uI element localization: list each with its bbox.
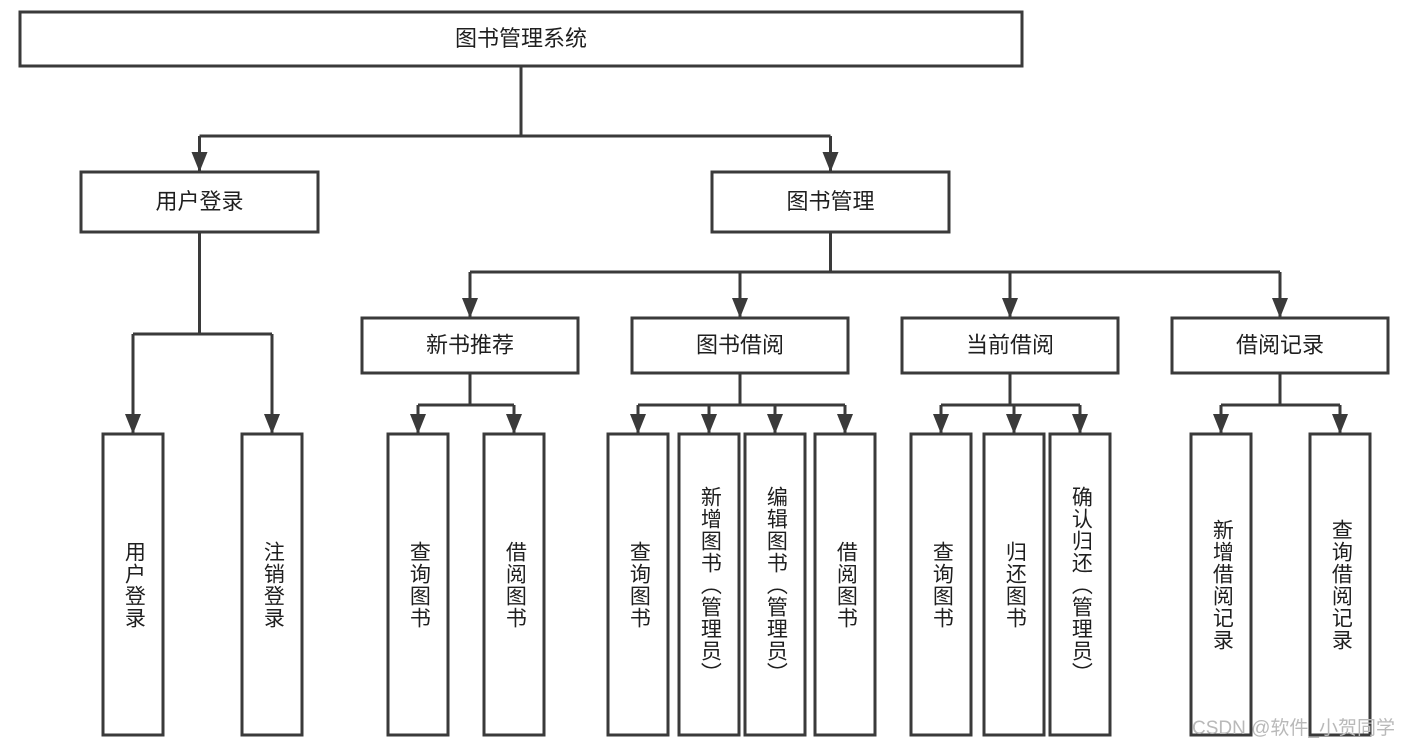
arrow-head-icon [125, 414, 141, 434]
arrow-head-icon [1002, 298, 1018, 318]
arrow-head-icon [1072, 414, 1088, 434]
node-label-borrow-records: 借阅记录 [1236, 332, 1324, 357]
arrow-head-icon [630, 414, 646, 434]
arrow-head-icon [410, 414, 426, 434]
node-box-leaf-query-record[interactable] [1308, 432, 1372, 737]
arrow-head-icon [837, 414, 853, 434]
node-box-leaf-user-login[interactable] [101, 432, 165, 737]
node-label-root: 图书管理系统 [455, 26, 587, 51]
arrow-head-icon [191, 152, 208, 172]
node-box-leaf-query-book-1[interactable] [386, 432, 450, 737]
connectors-layer [125, 66, 1348, 434]
node-boxes-layer [18, 10, 1390, 737]
node-label-user-login: 用户登录 [155, 189, 243, 214]
arrow-head-icon [1332, 414, 1348, 434]
node-box-leaf-query-book-2[interactable] [606, 432, 670, 737]
csdn-watermark: CSDN @软件_小贺同学 [1192, 718, 1395, 739]
arrow-head-icon [1006, 414, 1022, 434]
node-box-borrow-records[interactable] [1170, 316, 1390, 375]
node-box-new-book-recommend[interactable] [360, 316, 580, 375]
node-box-leaf-return-book[interactable] [982, 432, 1046, 737]
node-box-leaf-borrow-book-1[interactable] [482, 432, 546, 737]
arrow-head-icon [822, 152, 839, 172]
node-box-leaf-edit-book[interactable] [743, 432, 807, 737]
node-box-book-borrow[interactable] [630, 316, 850, 375]
node-box-leaf-logout[interactable] [240, 432, 304, 737]
node-box-user-login[interactable] [79, 170, 320, 234]
node-box-book-management[interactable] [710, 170, 951, 234]
arrow-head-icon [462, 298, 478, 318]
node-label-book-borrow: 图书借阅 [696, 332, 784, 357]
arrow-head-icon [1272, 298, 1288, 318]
node-box-leaf-confirm-return[interactable] [1048, 432, 1112, 737]
arrow-head-icon [264, 414, 280, 434]
arrow-head-icon [1213, 414, 1229, 434]
arrow-head-icon [701, 414, 717, 434]
node-label-current-borrow: 当前借阅 [966, 332, 1054, 357]
node-box-root[interactable] [18, 10, 1024, 68]
node-label-book-management: 图书管理 [786, 189, 874, 214]
arrow-head-icon [506, 414, 522, 434]
node-box-current-borrow[interactable] [900, 316, 1120, 375]
node-box-leaf-add-record[interactable] [1189, 432, 1253, 737]
arrow-head-icon [933, 414, 949, 434]
node-box-leaf-borrow-book-2[interactable] [813, 432, 877, 737]
node-box-leaf-add-book[interactable] [677, 432, 741, 737]
node-label-new-book-recommend: 新书推荐 [426, 332, 514, 357]
node-box-leaf-query-book-3[interactable] [909, 432, 973, 737]
arrow-head-icon [732, 298, 748, 318]
arrow-head-icon [767, 414, 783, 434]
